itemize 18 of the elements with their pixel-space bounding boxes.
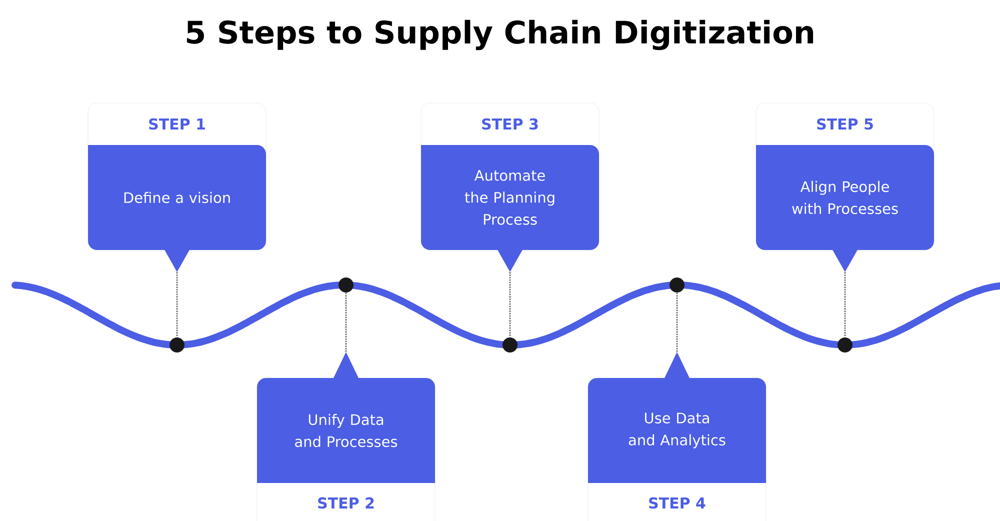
node-label: STEP 2: [318, 497, 374, 509]
dotted-connector: [345, 292, 347, 352]
step-card: STEP 3 Automate the Planning Process: [420, 102, 600, 272]
step-card: Unify Data and Processes STEP 2: [256, 352, 436, 521]
node-label: STEP 4: [649, 497, 706, 509]
dotted-connector: [676, 292, 678, 352]
step-card: STEP 1 Define a vision: [88, 102, 266, 272]
dot-marker: [170, 337, 184, 352]
dot-marker: [670, 277, 684, 292]
step-card: STEP 5 Align People with Processes: [756, 102, 934, 272]
dot-marker: [338, 277, 354, 292]
step-card: Use Data and Analytics STEP 4: [588, 352, 766, 521]
dotted-connector: [176, 272, 178, 338]
dot-marker: [838, 337, 852, 352]
dot-marker: [502, 337, 518, 352]
dotted-connector: [844, 272, 846, 338]
title: 5 Steps to Supply Chain Digitization: [186, 20, 814, 50]
dotted-connector: [509, 272, 511, 338]
